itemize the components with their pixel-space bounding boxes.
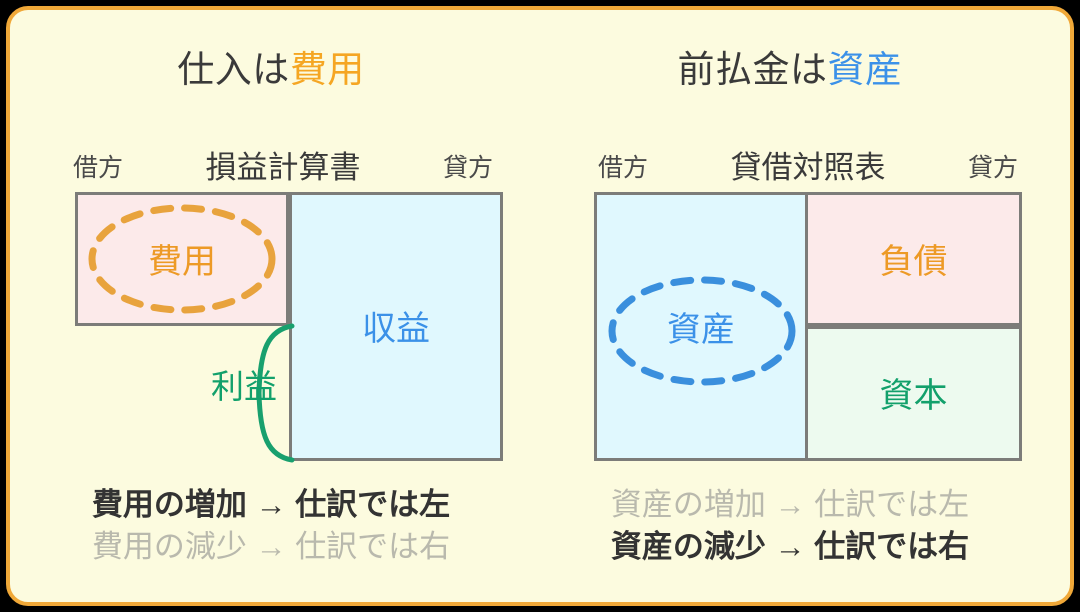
left-title-prefix: 仕入は <box>177 49 290 90</box>
right-rule-decrease: 資産の減少 → 仕訳では右 <box>610 529 970 564</box>
panel-balance-sheet: 前払金は資産 借方 貸借対照表 貸方 資産の増加 → 仕訳では左 資産の減少 →… <box>523 10 1057 610</box>
left-title-highlight: 費用 <box>289 49 365 90</box>
right-rule-increase: 資産の増加 → 仕訳では左 <box>610 487 970 522</box>
left-debit-label: 借方 <box>73 154 124 182</box>
box-equity-label: 資本 <box>879 377 948 415</box>
right-title-highlight: 資産 <box>827 49 903 90</box>
left-table-header: 借方 損益計算書 貸方 <box>69 149 497 185</box>
right-document-name: 貸借対照表 <box>730 150 886 185</box>
right-table-header: 借方 貸借対照表 貸方 <box>594 149 1022 185</box>
diagram-card: 仕入は費用 借方 損益計算書 貸方 費用 収益 利益 費用の増加 → 仕訳では左… <box>6 6 1074 606</box>
box-liability-label: 負債 <box>879 243 948 281</box>
left-panel-title: 仕入は費用 <box>4 48 538 92</box>
left-rule-increase: 費用の増加 → 仕訳では左 <box>91 487 451 522</box>
box-asset-label: 資産 <box>667 311 735 349</box>
right-rules: 資産の増加 → 仕訳では左 資産の減少 → 仕訳では右 <box>523 484 1057 568</box>
left-rule-decrease: 費用の減少 → 仕訳では右 <box>91 529 451 564</box>
box-liability: 負債 <box>805 192 1022 326</box>
right-credit-label: 貸方 <box>967 154 1018 182</box>
panel-income-statement: 仕入は費用 借方 損益計算書 貸方 <box>4 10 538 610</box>
left-document-name: 損益計算書 <box>205 150 361 185</box>
right-debit-label: 借方 <box>598 154 649 182</box>
left-rules-wrap: 費用の増加 → 仕訳では左 費用の減少 → 仕訳では右 <box>4 10 538 610</box>
profit-label: 利益 <box>211 368 277 405</box>
box-revenue-label: 収益 <box>362 310 430 348</box>
box-asset: 資産 <box>594 192 808 461</box>
right-title-prefix: 前払金は <box>677 49 828 90</box>
right-panel-title: 前払金は資産 <box>523 48 1057 92</box>
left-credit-label: 貸方 <box>442 154 493 182</box>
box-revenue: 収益 <box>289 192 503 461</box>
box-equity: 資本 <box>805 326 1022 461</box>
left-rules: 費用の増加 → 仕訳では左 費用の減少 → 仕訳では右 <box>4 484 538 568</box>
